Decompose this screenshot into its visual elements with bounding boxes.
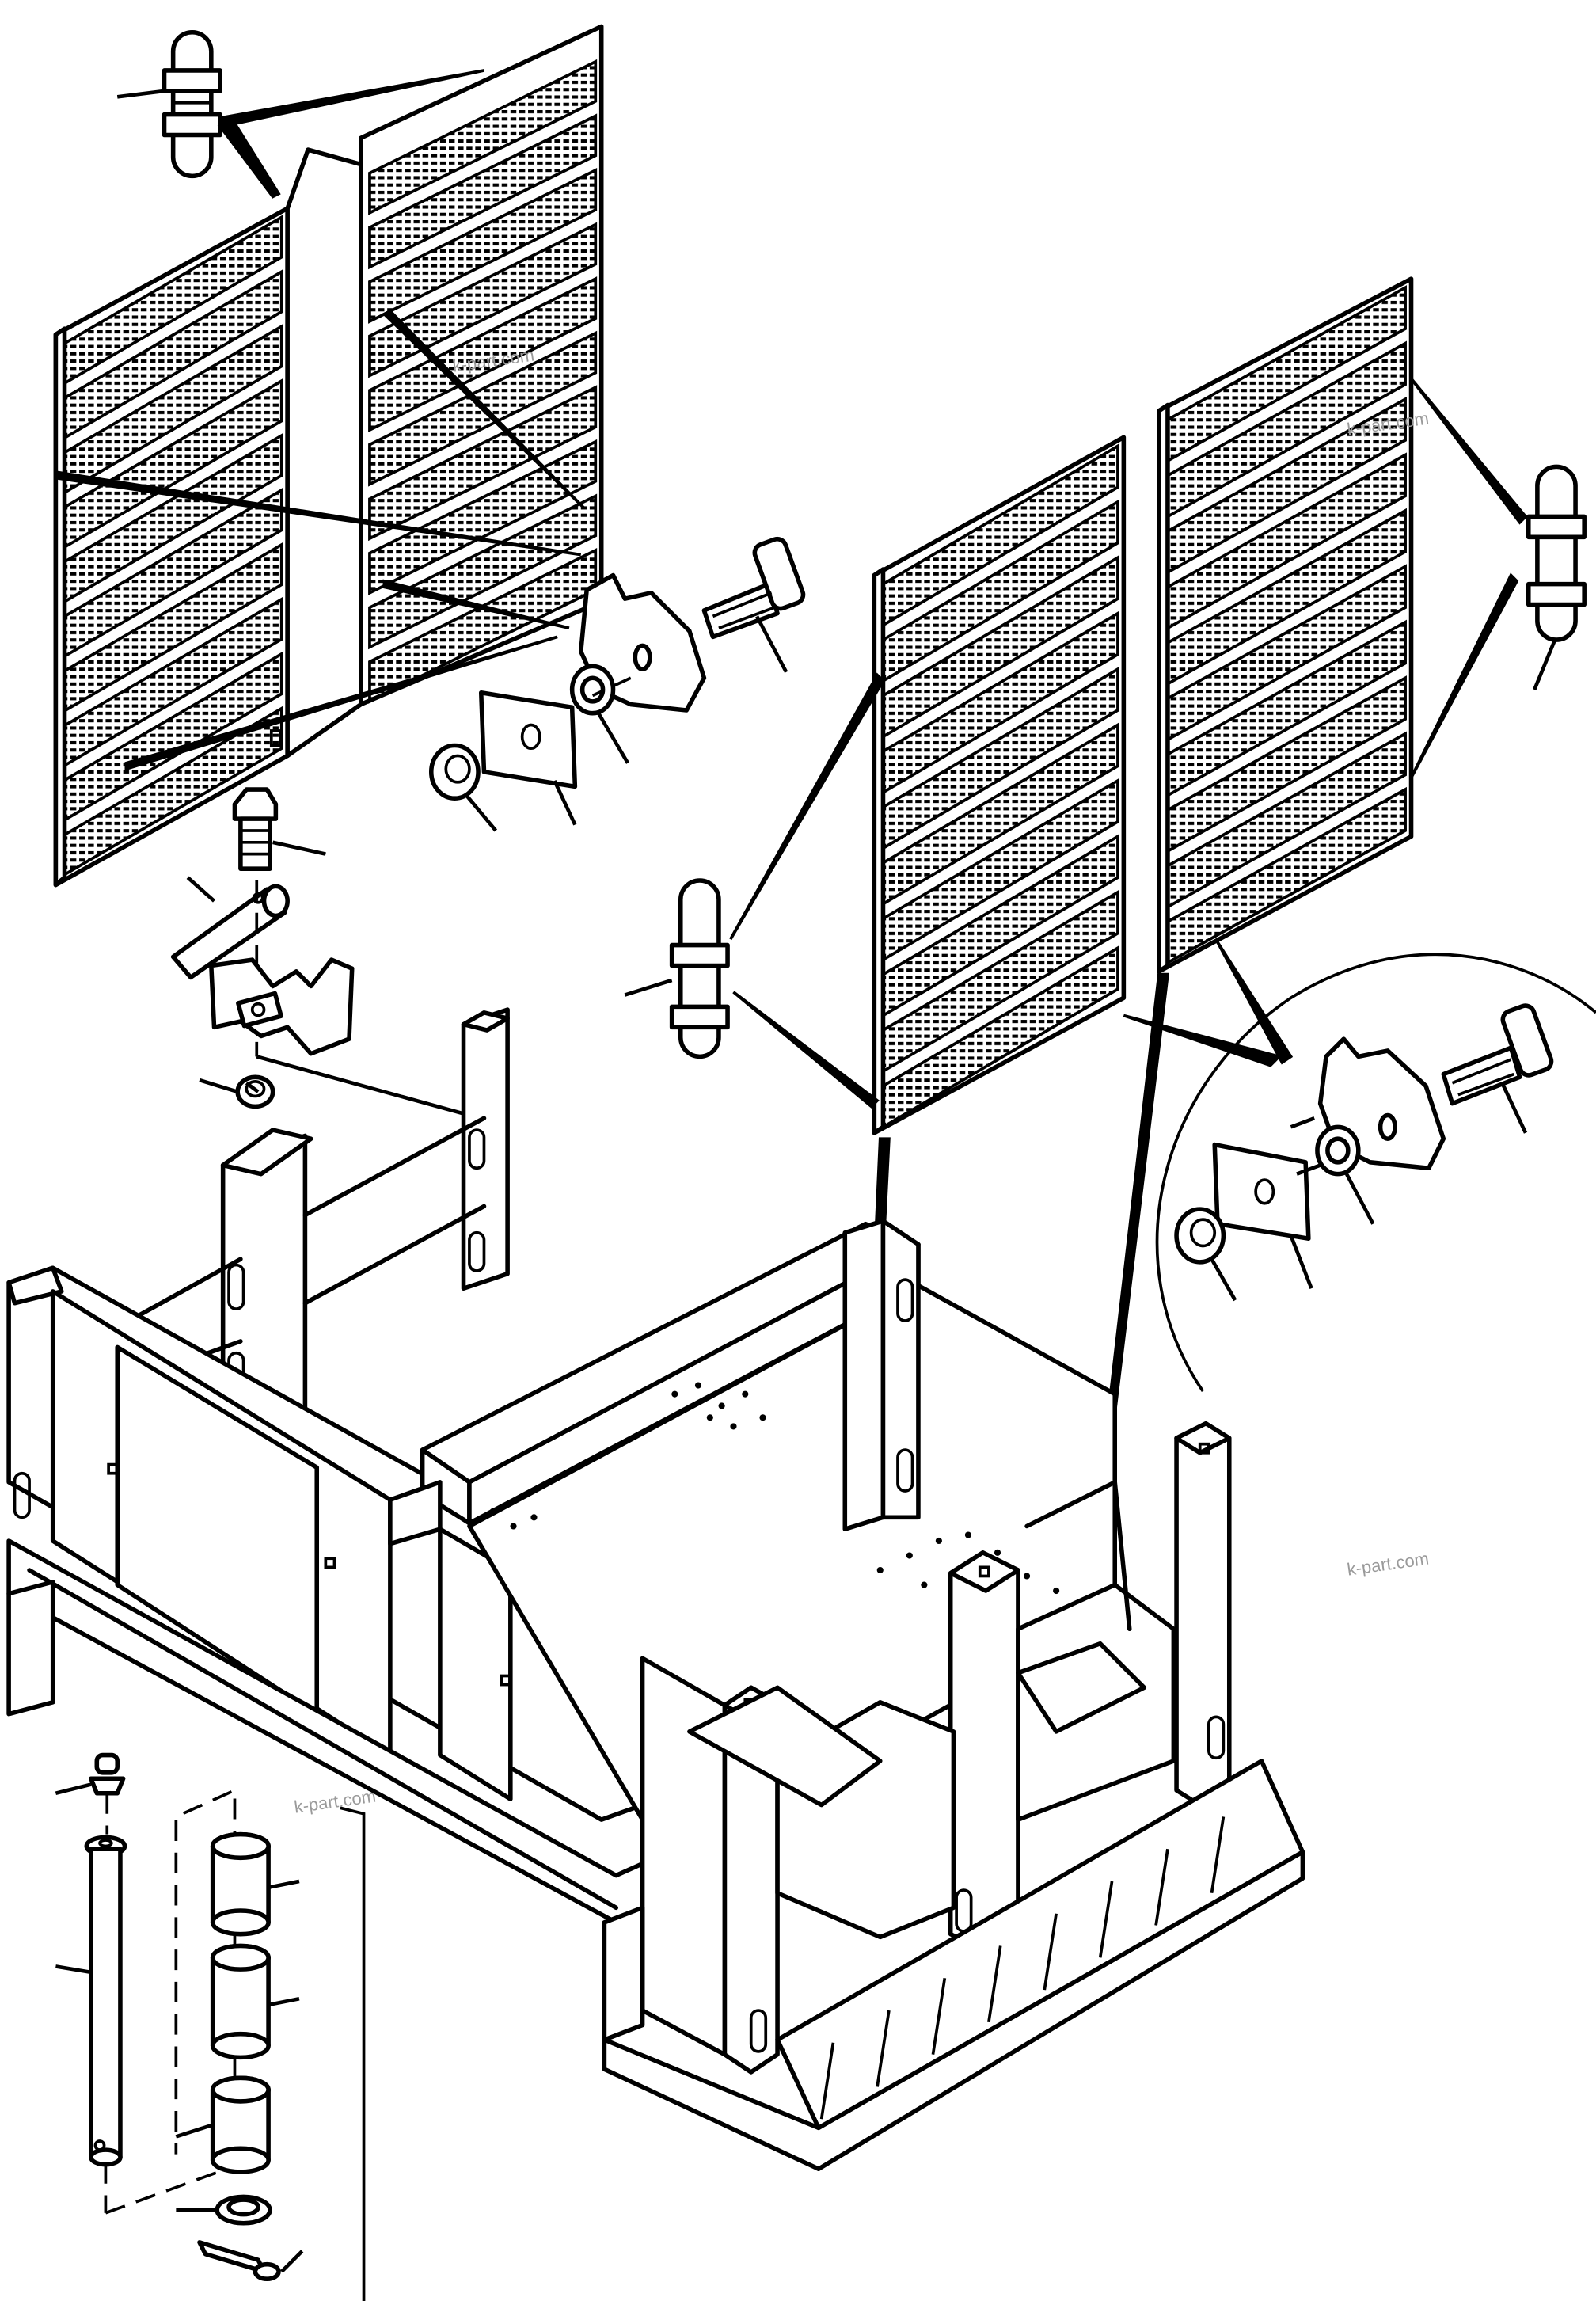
hardware-group-upper	[428, 536, 806, 832]
grease-fitting-icon	[55, 1752, 126, 1796]
grille-louvre	[1166, 508, 1407, 686]
hinge-pin-middle	[624, 672, 885, 1109]
washer-icon	[176, 2194, 272, 2226]
grille-louvre	[63, 706, 283, 877]
grille-louvre	[63, 215, 283, 386]
base-cell-divider	[819, 2042, 835, 2120]
grille-louvre	[368, 222, 598, 378]
rivet	[935, 1537, 942, 1545]
base-cell-divider	[1154, 1848, 1169, 1926]
plate-icon	[1212, 1142, 1313, 1290]
rivet	[718, 1402, 725, 1409]
bolt-icon	[232, 787, 326, 871]
grille-panel-left-inner	[285, 24, 604, 759]
grille-louvre	[1166, 675, 1407, 854]
grille-louvre	[1166, 396, 1407, 575]
grille-louvre	[368, 385, 598, 542]
grille-louvre	[881, 945, 1119, 1130]
bushing-icon	[210, 1943, 300, 2060]
base-cell-divider	[1098, 1881, 1114, 1958]
bolt-icon	[701, 536, 806, 673]
rivet	[742, 1390, 749, 1398]
rivet	[906, 1552, 913, 1559]
base-cell-divider	[1210, 1816, 1226, 1894]
rivet	[730, 1423, 737, 1430]
grille-louvre	[1166, 786, 1407, 965]
washer-icon	[1315, 1124, 1375, 1225]
hinge-pin-upper-left	[116, 29, 484, 199]
grille-louvre	[881, 834, 1119, 1018]
grille-louvre	[1166, 285, 1407, 464]
rivet	[706, 1414, 713, 1421]
bushing-icon	[175, 2075, 271, 2174]
rivet	[921, 1581, 928, 1588]
hinge-mount-assembly	[170, 787, 470, 1117]
nut-icon	[428, 743, 498, 832]
grille-louvre	[63, 487, 283, 660]
rivet	[694, 1382, 702, 1389]
plate-icon	[478, 690, 578, 826]
grille-louvre	[1166, 731, 1407, 910]
grille-louvre	[63, 378, 283, 550]
panel-leaders-left	[57, 309, 585, 771]
grille-louvre	[881, 499, 1119, 684]
rivet	[759, 1414, 766, 1421]
grille-louvre	[368, 59, 598, 215]
grille-panel-right-outer	[1157, 276, 1414, 974]
grille-louvre	[1166, 619, 1407, 798]
grille-louvre	[368, 276, 598, 433]
grille-louvre	[63, 542, 283, 713]
rivet	[671, 1390, 678, 1398]
grille-louvre	[881, 666, 1119, 851]
pin-icon	[55, 1835, 127, 2167]
rivet	[1053, 1587, 1060, 1595]
washer-icon	[569, 664, 630, 764]
grille-louvre	[63, 269, 283, 441]
grille-louvre	[881, 889, 1119, 1074]
rivet	[994, 1549, 1001, 1556]
grille-louvre	[63, 432, 283, 605]
rivet	[510, 1523, 517, 1530]
grille-louvre	[881, 778, 1119, 963]
nut-icon	[1174, 1207, 1237, 1302]
hardware-detail-circle	[1123, 941, 1596, 1392]
base-cell-divider	[1043, 1913, 1058, 1991]
rivet	[876, 1566, 884, 1574]
pin-icon	[170, 876, 290, 980]
pin-assembly-exploded	[55, 1752, 366, 2301]
rivet	[1023, 1573, 1031, 1580]
bolt-icon	[1441, 1003, 1554, 1134]
base-cell-divider	[931, 1977, 947, 2055]
grille-louvre	[881, 722, 1119, 907]
frame-icon	[6, 1007, 1305, 2171]
grille-louvre	[1166, 340, 1407, 519]
grille-panel-right-inner	[872, 435, 1127, 1135]
grille-louvre	[368, 493, 598, 650]
rivet	[530, 1514, 538, 1521]
grille-louvre	[881, 555, 1119, 740]
hinge-pin-right	[1409, 377, 1586, 779]
grille-louvre	[881, 443, 1119, 628]
base-cell-divider	[987, 1945, 1002, 2023]
grille-louvre	[881, 610, 1119, 796]
grille-louvre	[63, 596, 283, 768]
grille-louvre	[368, 168, 598, 324]
grille-panel-left-outer	[53, 206, 290, 888]
cotter-pin-icon	[197, 2240, 304, 2281]
rivet	[489, 1508, 496, 1515]
grille-louvre	[368, 439, 598, 595]
grille-louvre	[1166, 564, 1407, 743]
bushing-icon	[210, 1831, 300, 1937]
nut-icon	[199, 1074, 276, 1109]
grille-louvre	[368, 113, 598, 270]
grille-louvre	[1166, 452, 1407, 631]
base-cell-divider	[876, 2010, 891, 2087]
grille-louvre	[63, 651, 283, 823]
rivet	[964, 1531, 972, 1538]
